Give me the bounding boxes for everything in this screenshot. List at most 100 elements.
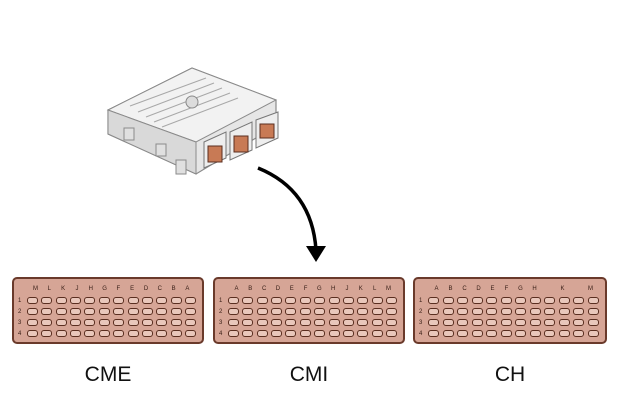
connector-pin: [529, 308, 541, 315]
pin-letter: C: [261, 286, 267, 292]
connector-pin: [228, 308, 239, 315]
connector-pin: [515, 308, 527, 315]
connector-pin: [299, 308, 311, 315]
connector-pin: [544, 297, 556, 304]
connector-pin: [84, 330, 96, 337]
pin-set: [428, 319, 599, 326]
pin-letter: H: [532, 286, 537, 292]
connector-pin: [141, 308, 153, 315]
connector-pin: [55, 308, 67, 315]
connector-pin: [41, 308, 53, 315]
connector-pin: [457, 330, 469, 337]
connector-pin: [573, 297, 585, 304]
connector-pin: [41, 319, 53, 326]
pin-row-number: 1: [18, 297, 22, 304]
connector-pin: [558, 297, 570, 304]
connector-pin: [587, 319, 599, 326]
connector-pin: [170, 308, 182, 315]
pin-letter: M: [588, 286, 593, 292]
connector-pin: [587, 330, 599, 337]
pin-letter: [570, 285, 583, 294]
connector-pin: [184, 319, 196, 326]
connector-pin: [70, 297, 82, 304]
connector-pin: [328, 297, 340, 304]
pin-letter: B: [448, 286, 453, 292]
connector-pin: [544, 308, 556, 315]
pin-set: [27, 308, 196, 315]
connector-pin: [515, 330, 527, 337]
pin-letter: J: [345, 286, 349, 292]
connector-pin: [529, 297, 541, 304]
pin-letter: B: [171, 286, 176, 292]
connector-pin: [342, 319, 354, 326]
connector-pin: [127, 308, 139, 315]
connector-pin: [127, 319, 139, 326]
connector-pin: [587, 308, 599, 315]
pin-letter: F: [504, 286, 509, 292]
connector-pin: [371, 330, 383, 337]
connector-pin: [170, 297, 182, 304]
connector-pin: [587, 297, 599, 304]
connector-pin: [156, 330, 168, 337]
connector-label-ch: CH: [494, 363, 526, 386]
pin-letter: E: [490, 286, 495, 292]
pin-letter: F: [303, 286, 308, 292]
pin-row: 1: [18, 295, 196, 306]
connector-pin: [573, 330, 585, 337]
pin-letter: L: [47, 286, 51, 292]
pin-row-number: 4: [219, 330, 223, 337]
connector-pin: [371, 308, 383, 315]
connector-pin: [156, 308, 168, 315]
pin-set: [428, 297, 599, 304]
connector-pin: [271, 297, 283, 304]
connector-pin: [242, 330, 254, 337]
connector-pin: [558, 330, 570, 337]
pin-letter: B: [248, 286, 253, 292]
connector-pin: [228, 319, 239, 326]
pin-letter: E: [289, 286, 294, 292]
connector-pin: [515, 297, 527, 304]
pin-letter: C: [157, 286, 162, 292]
pin-set: [428, 330, 599, 337]
pin-set: [27, 330, 196, 337]
connector-pin: [70, 330, 82, 337]
connector-pin: [529, 319, 541, 326]
pin-row: 3: [219, 317, 397, 328]
connector-pin: [98, 297, 110, 304]
connector-pin: [27, 330, 38, 337]
connector-pin: [84, 297, 96, 304]
connector-pin: [184, 330, 196, 337]
connector-pin: [184, 308, 196, 315]
connector-pin: [156, 319, 168, 326]
pin-row: 4: [18, 328, 196, 339]
connector-pin: [141, 330, 153, 337]
pin-row: 4: [219, 328, 397, 339]
connector-pin: [314, 319, 326, 326]
connector-pin: [471, 308, 483, 315]
pin-row-number: 4: [419, 330, 423, 337]
connector-pin: [371, 297, 383, 304]
connector-pin: [285, 330, 297, 337]
connector-pin: [573, 319, 585, 326]
pin-letter: K: [560, 286, 565, 292]
pin-letter: G: [518, 286, 523, 292]
connector-pin: [428, 297, 439, 304]
connector-pin: [573, 308, 585, 315]
pin-row: 2: [18, 306, 196, 317]
pin-row-number: 2: [219, 308, 223, 315]
pin-letter: M: [33, 286, 38, 292]
connector-pin: [558, 308, 570, 315]
connector-pin: [70, 319, 82, 326]
connector-pin: [486, 297, 498, 304]
connector-pin: [342, 308, 354, 315]
connector-pin: [385, 330, 397, 337]
connector-pin: [285, 319, 297, 326]
pin-letter: A: [234, 286, 239, 292]
connector-pin: [113, 308, 125, 315]
connector-pin: [113, 330, 125, 337]
pin-row-number: 2: [18, 308, 22, 315]
connector-pin: [256, 297, 268, 304]
connector-pin: [299, 297, 311, 304]
